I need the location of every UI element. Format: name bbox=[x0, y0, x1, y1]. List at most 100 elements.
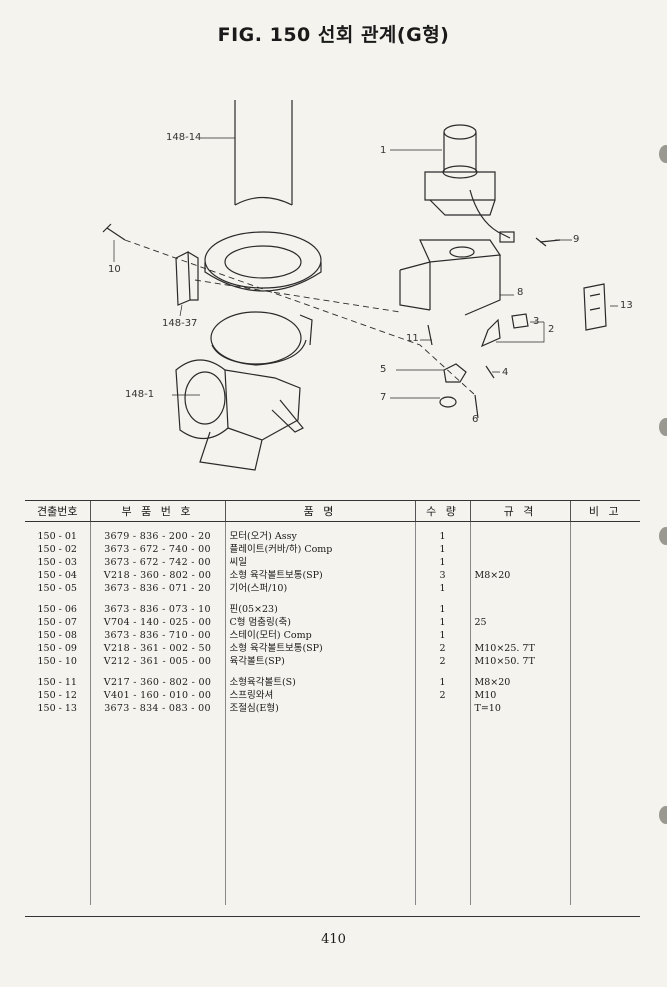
callout-148-14: 148-14 bbox=[166, 132, 202, 143]
cell-index: 150 - 09 bbox=[37, 643, 77, 654]
cell-remark bbox=[569, 629, 640, 642]
callout-148-1: 148-1 bbox=[125, 389, 155, 400]
cell-quantity: 1 bbox=[414, 543, 470, 556]
callout-10: 10 bbox=[108, 264, 121, 275]
cell-part-name: 모터(오거) Assy bbox=[224, 530, 415, 543]
callout-4: 4 bbox=[502, 367, 509, 378]
cell-remark bbox=[569, 582, 640, 595]
cell-part-name: 소형육각볼트(S) bbox=[224, 676, 415, 689]
cell-remark bbox=[569, 569, 640, 582]
cell-part-number: V218 - 360 - 802 - 00 bbox=[89, 569, 225, 582]
callout-2: 2 bbox=[548, 324, 555, 335]
cell-part-name: 소형 육각볼트보통(SP) bbox=[224, 569, 415, 582]
cell-part-number: 3673 - 836 - 710 - 00 bbox=[89, 629, 225, 642]
cell-remark bbox=[569, 702, 640, 715]
callout-9: 9 bbox=[573, 234, 580, 245]
cell-part-name: 스테이(모터) Comp bbox=[224, 629, 415, 642]
cell-part-number: 3679 - 836 - 200 - 20 bbox=[89, 530, 225, 543]
binder-hole bbox=[659, 806, 667, 824]
cell-quantity: 2 bbox=[414, 655, 470, 668]
cell-remark bbox=[569, 655, 640, 668]
cell-remark bbox=[569, 556, 640, 569]
cell-index: 150 - 07 bbox=[37, 617, 77, 628]
callout-148-37: 148-37 bbox=[162, 318, 198, 329]
cell-spec bbox=[469, 582, 570, 595]
cell-part-name: 소형 육각볼트보통(SP) bbox=[224, 642, 415, 655]
cell-index: 150 - 12 bbox=[37, 690, 77, 701]
cell-quantity: 1 bbox=[414, 676, 470, 689]
cell-part-number: V401 - 160 - 010 - 00 bbox=[89, 689, 225, 702]
cell-spec: M10×25. 7T bbox=[469, 642, 570, 655]
cell-part-name: 육각볼트(SP) bbox=[224, 655, 415, 668]
cell-part-number: 3673 - 672 - 740 - 00 bbox=[89, 543, 225, 556]
cell-quantity: 1 bbox=[414, 603, 470, 616]
binder-hole bbox=[659, 418, 667, 436]
cell-quantity: 1 bbox=[414, 616, 470, 629]
cell-index: 150 - 04 bbox=[37, 570, 77, 581]
cell-quantity: 1 bbox=[414, 582, 470, 595]
cell-index: 150 - 05 bbox=[37, 583, 77, 594]
cell-spec: M8×20 bbox=[469, 569, 570, 582]
callout-6: 6 bbox=[472, 414, 479, 425]
page-title: FIG. 150 선회 관계(G형) bbox=[217, 24, 450, 46]
cell-index: 150 - 13 bbox=[37, 703, 77, 714]
cell-quantity: 2 bbox=[414, 689, 470, 702]
cell-remark bbox=[569, 689, 640, 702]
callout-13: 13 bbox=[620, 300, 633, 311]
cell-quantity: 1 bbox=[414, 629, 470, 642]
header-part-number: 부 품 번 호 bbox=[89, 500, 225, 522]
cell-index: 150 - 01 bbox=[37, 531, 77, 542]
cell-part-name: 핀(05×23) bbox=[224, 603, 415, 616]
cell-quantity bbox=[414, 702, 470, 715]
binder-hole bbox=[659, 145, 667, 163]
cell-spec bbox=[469, 530, 570, 543]
header-part-name: 품 명 bbox=[224, 500, 415, 522]
cell-spec: M8×20 bbox=[469, 676, 570, 689]
cell-part-number: V218 - 361 - 002 - 50 bbox=[89, 642, 225, 655]
cell-part-name: 기어(스퍼/10) bbox=[224, 582, 415, 595]
cell-part-name: C형 멈춤링(축) bbox=[224, 616, 415, 629]
bottom-divider bbox=[25, 916, 640, 917]
cell-spec bbox=[469, 543, 570, 556]
cell-part-number: V704 - 140 - 025 - 00 bbox=[89, 616, 225, 629]
callout-8: 8 bbox=[517, 287, 524, 298]
cell-spec: M10×50. 7T bbox=[469, 655, 570, 668]
header-spec: 규 격 bbox=[469, 500, 570, 522]
cell-spec bbox=[469, 556, 570, 569]
cell-index: 150 - 02 bbox=[37, 544, 77, 555]
binder-hole bbox=[659, 527, 667, 545]
callout-3: 3 bbox=[533, 316, 540, 327]
cell-quantity: 2 bbox=[414, 642, 470, 655]
cell-index: 150 - 06 bbox=[37, 604, 77, 615]
exploded-parts-diagram bbox=[102, 100, 618, 471]
header-quantity: 수 량 bbox=[414, 500, 470, 522]
cell-remark bbox=[569, 642, 640, 655]
cell-part-number: 3673 - 836 - 071 - 20 bbox=[89, 582, 225, 595]
cell-part-number: 3673 - 834 - 083 - 00 bbox=[89, 702, 225, 715]
cell-index: 150 - 10 bbox=[37, 656, 77, 667]
header-remark: 비 고 bbox=[569, 500, 640, 522]
cell-remark bbox=[569, 676, 640, 689]
callout-11: 11 bbox=[406, 333, 419, 344]
cell-spec: T=10 bbox=[469, 702, 570, 715]
cell-remark bbox=[569, 543, 640, 556]
callout-7: 7 bbox=[380, 392, 387, 403]
cell-part-number: V212 - 361 - 005 - 00 bbox=[89, 655, 225, 668]
cell-part-name: 플레이트(커바/하) Comp bbox=[224, 543, 415, 556]
cell-part-number: 3673 - 672 - 742 - 00 bbox=[89, 556, 225, 569]
cell-part-number: V217 - 360 - 802 - 00 bbox=[89, 676, 225, 689]
cell-part-name: 씨일 bbox=[224, 556, 415, 569]
page-number: 410 bbox=[321, 932, 346, 947]
cell-quantity: 3 bbox=[414, 569, 470, 582]
cell-quantity: 1 bbox=[414, 530, 470, 543]
callout-1: 1 bbox=[380, 145, 387, 156]
